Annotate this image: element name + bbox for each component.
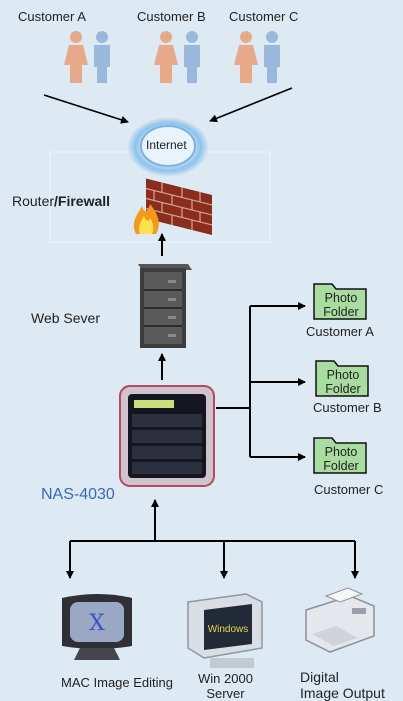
win-client-label: Win 2000 Server <box>198 671 253 701</box>
folder-c-line2: Folder <box>323 459 359 473</box>
windows-server-icon: Windows <box>187 593 263 668</box>
router-firewall-label: Router/Firewall <box>12 193 110 209</box>
firewall-label: /Firewall <box>54 193 111 209</box>
folder-b-owner: Customer B <box>313 400 382 415</box>
arrow-customers-right-to-internet <box>209 87 293 123</box>
firewall-brick-wall-icon <box>133 178 212 235</box>
svg-text:Windows: Windows <box>208 624 249 635</box>
mac-monitor-icon: X <box>62 594 132 660</box>
photo-folder-c-icon <box>313 437 367 474</box>
photo-folder-b-icon <box>315 360 369 397</box>
folder-b-line1: Photo <box>326 368 360 382</box>
internet-label: Internet <box>146 138 187 152</box>
folder-a-owner: Customer A <box>306 324 374 339</box>
router-label: Router <box>12 193 55 209</box>
printer-client-line2: Image Output <box>300 685 385 701</box>
svg-text:X: X <box>89 611 105 636</box>
win-client-line2: Server <box>206 686 245 701</box>
folder-a-line1: Photo <box>324 291 358 305</box>
web-server-label: Web Sever <box>31 310 100 326</box>
customer-b-people-icon <box>154 31 200 83</box>
folder-c-line1: Photo <box>324 445 358 459</box>
customer-a-label: Customer A <box>18 9 86 24</box>
customer-c-people-icon <box>234 31 280 83</box>
photo-folder-a-icon <box>313 283 367 320</box>
win-client-line1: Win 2000 <box>198 671 253 686</box>
photo-folder-b-label: Photo Folder <box>315 368 371 396</box>
customer-a-people-icon <box>64 31 110 83</box>
customer-c-label: Customer C <box>229 9 299 24</box>
customer-b-label: Customer B <box>137 9 206 24</box>
folder-c-owner: Customer C <box>314 482 384 497</box>
printer-client-label: Digital Image Output <box>300 669 385 701</box>
internet-globe-icon <box>127 117 209 177</box>
printer-client-line1: Digital <box>300 669 339 685</box>
printer-icon <box>305 587 375 653</box>
arrow-customers-left-to-internet <box>43 94 129 124</box>
folder-a-line2: Folder <box>323 305 359 319</box>
photo-folder-c-label: Photo Folder <box>313 445 369 473</box>
nas-device-icon <box>119 385 215 487</box>
web-server-tower-icon <box>138 264 192 348</box>
mac-client-label: MAC Image Editing <box>61 675 173 690</box>
photo-folder-a-label: Photo Folder <box>313 291 369 319</box>
nas-label: NAS-4030 <box>41 486 115 503</box>
folder-b-line2: Folder <box>325 382 361 396</box>
